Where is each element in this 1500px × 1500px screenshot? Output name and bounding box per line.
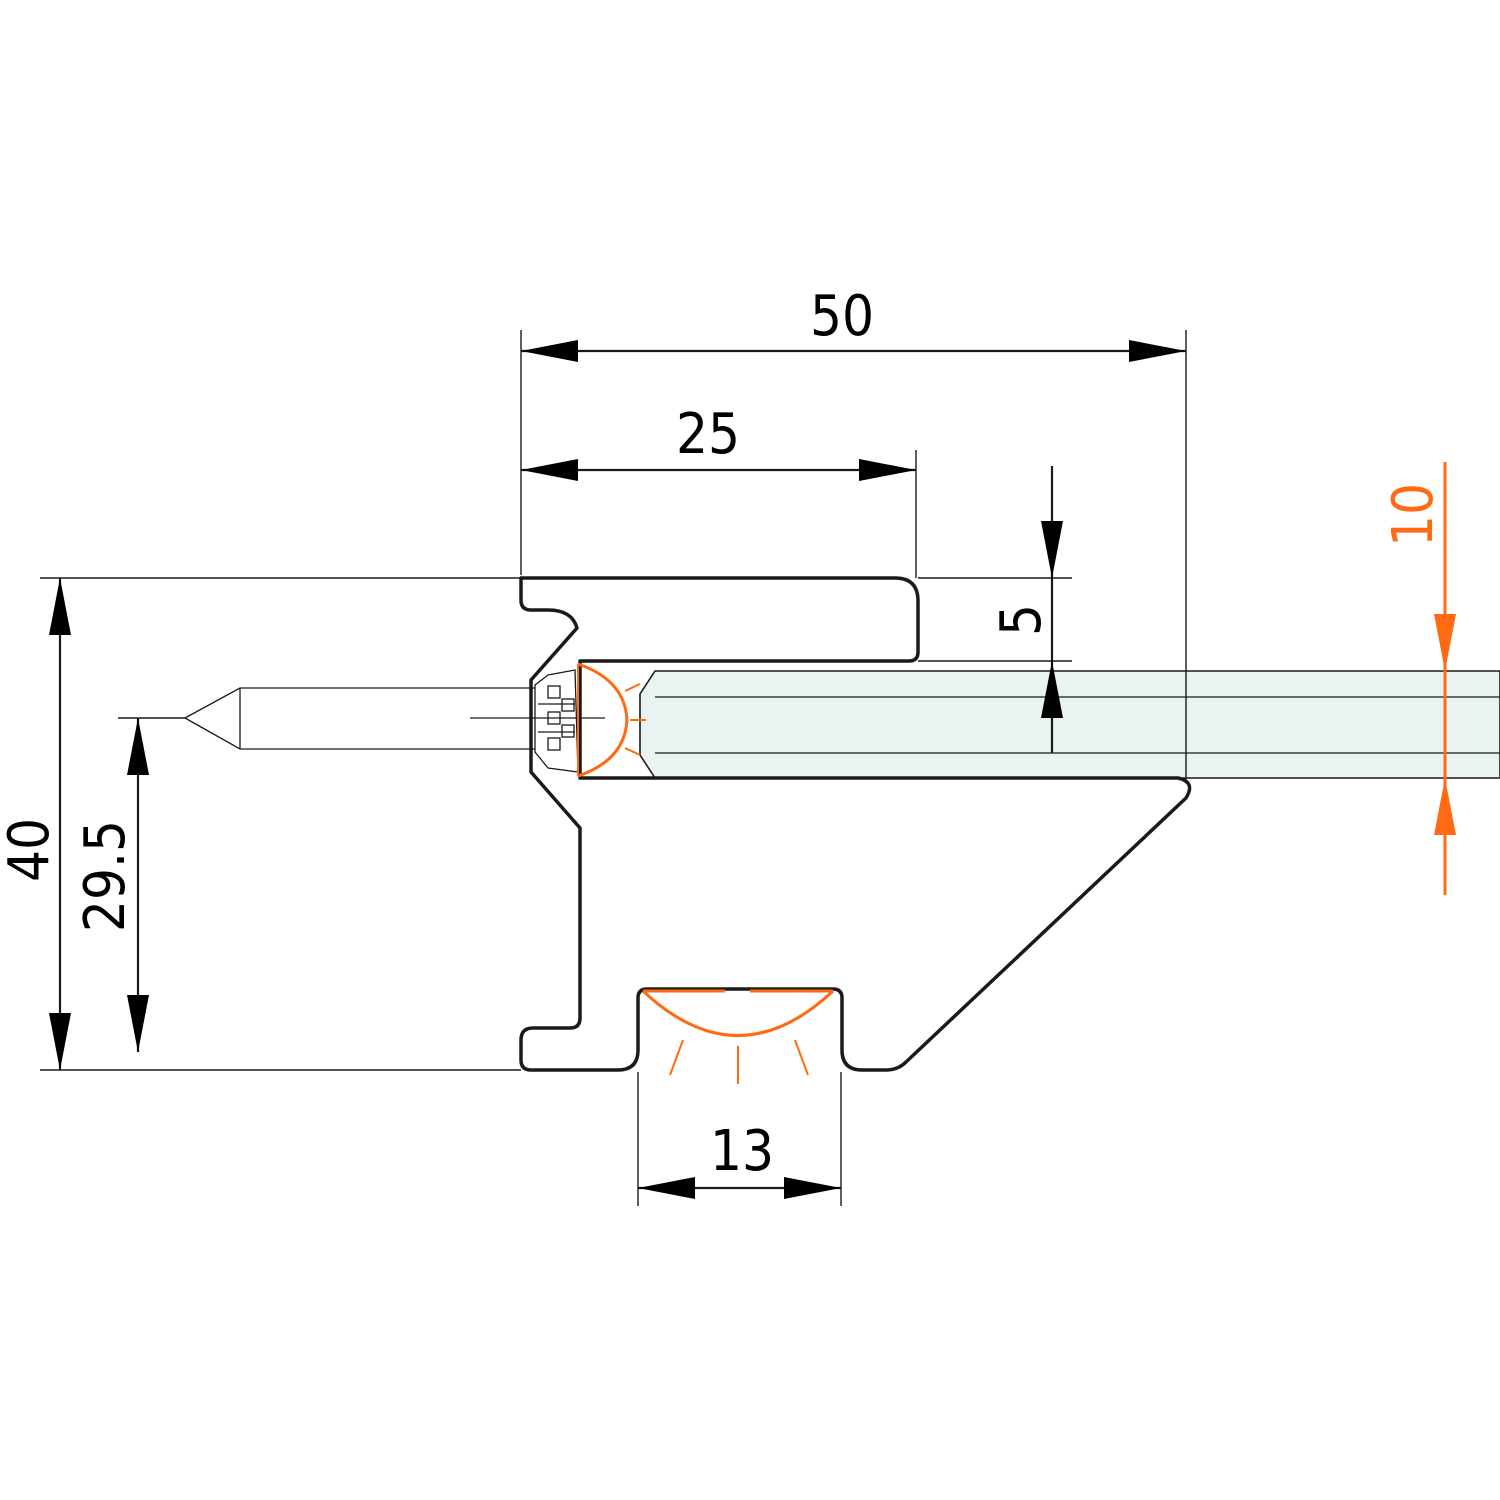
- dimension-lower-channel-width: 13: [637, 1072, 842, 1206]
- arrowhead: [521, 340, 578, 362]
- dimension-glass-center-height: 29.5: [73, 717, 185, 1052]
- dimension-overall-height: 40: [0, 577, 521, 1071]
- dimension-lip-thickness: 5: [918, 466, 1072, 753]
- arrowhead: [1129, 340, 1186, 362]
- led-light-lower: [641, 989, 835, 1084]
- dim-label-25: 25: [676, 402, 740, 467]
- arrowhead: [49, 1013, 71, 1070]
- dim-label-5: 5: [989, 604, 1054, 636]
- arrowhead: [1434, 778, 1456, 835]
- arrowhead: [127, 718, 149, 775]
- dimension-channel-depth: 25: [521, 402, 917, 578]
- arrowhead: [49, 578, 71, 635]
- gasket-clamp: [534, 669, 579, 773]
- dim-label-50: 50: [810, 284, 874, 349]
- fastening-pin: [184, 687, 605, 750]
- arrowhead: [784, 1177, 841, 1199]
- arrowhead: [1041, 661, 1063, 718]
- dim-label-10: 10: [1381, 483, 1446, 547]
- profile-outline: [519, 576, 1192, 1072]
- led-light-upper: [577, 662, 646, 778]
- arrowhead: [127, 995, 149, 1052]
- arrowhead: [638, 1177, 695, 1199]
- dim-label-40: 40: [0, 818, 62, 882]
- arrowhead: [1434, 614, 1456, 671]
- arrowhead: [521, 459, 578, 481]
- dimension-glass-thickness: 10: [1381, 462, 1456, 895]
- dim-label-13: 13: [710, 1119, 774, 1184]
- dimension-overall-width: 50: [520, 284, 1187, 780]
- glass-panel: [639, 670, 1500, 779]
- dim-label-29-5: 29.5: [73, 820, 138, 932]
- arrowhead: [859, 459, 916, 481]
- arrowhead: [1041, 521, 1063, 578]
